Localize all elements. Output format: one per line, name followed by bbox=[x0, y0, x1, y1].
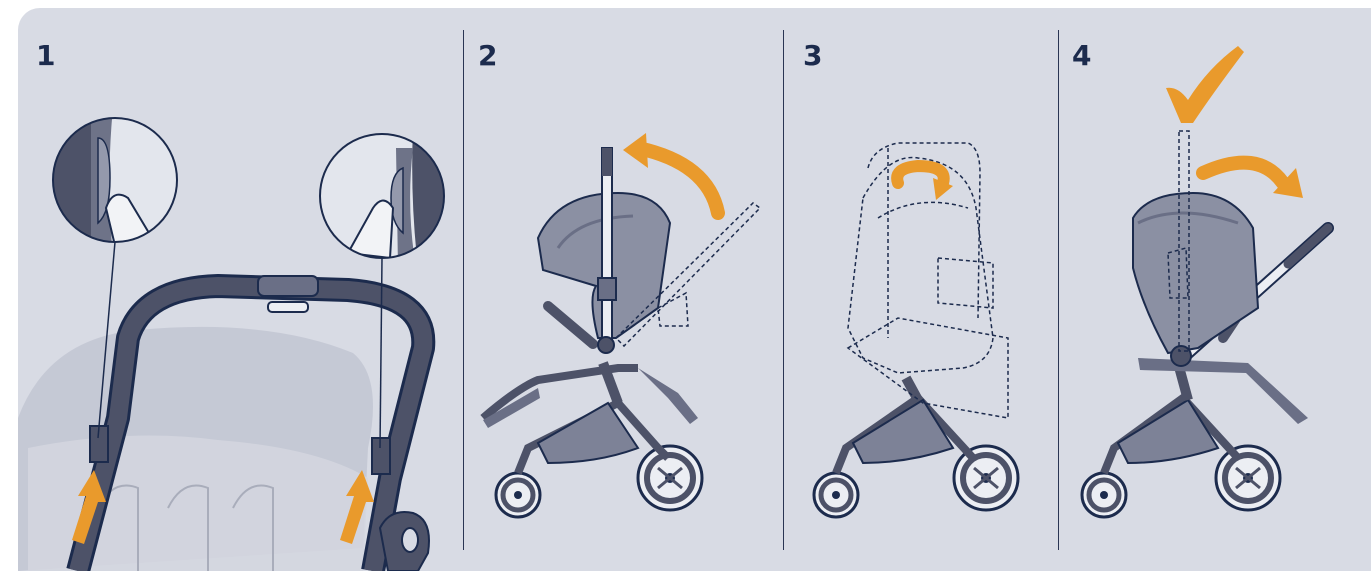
step-2-illustration bbox=[483, 133, 760, 517]
illustrations bbox=[18, 8, 1371, 571]
rotate-arrow-icon bbox=[623, 133, 648, 168]
checkmark-icon bbox=[1166, 46, 1244, 123]
step-3-illustration bbox=[814, 143, 1018, 517]
detail-circle-left bbox=[48, 108, 188, 258]
instruction-diagram: 1 2 3 4 bbox=[18, 8, 1371, 571]
seat-outline-dashed bbox=[848, 143, 1008, 418]
step-1-illustration bbox=[18, 108, 458, 571]
step-4-illustration bbox=[1082, 46, 1328, 517]
